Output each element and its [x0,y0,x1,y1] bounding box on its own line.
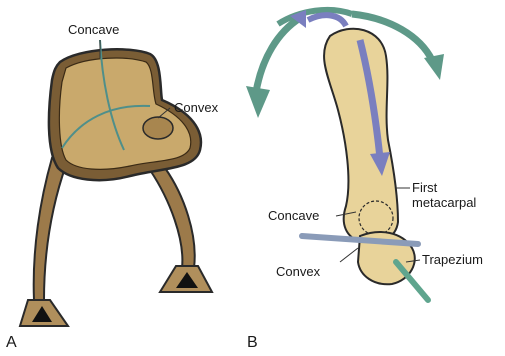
panel-letter-a: A [6,334,17,352]
label-convex-a: Convex [174,100,218,115]
convex-bump [143,117,173,139]
saddle-top [59,58,190,169]
abduction-arrowhead [246,86,270,118]
right-leg [150,168,195,268]
label-concave-a: Concave [68,22,119,37]
saddle-model [20,40,212,326]
label-convex-b: Convex [276,264,320,279]
label-first-metacarpal-1: First [412,180,437,195]
abduction-arrow [256,18,300,92]
label-concave-b: Concave [268,208,319,223]
label-trapezium: Trapezium [422,252,483,267]
adduction-arrowhead [424,54,444,80]
thumb-joint [246,10,444,300]
extension-arrow [308,15,346,26]
left-leg [34,158,66,300]
label-first-metacarpal-2: metacarpal [412,195,476,210]
panel-letter-b: B [247,334,258,352]
